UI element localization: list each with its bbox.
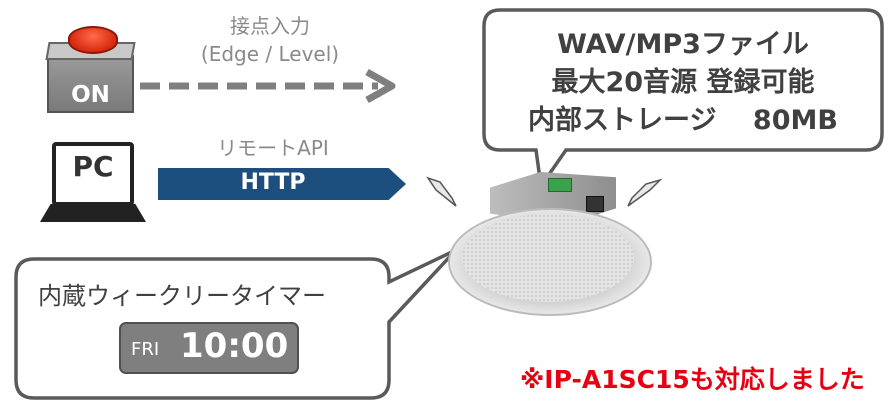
terminal-block-icon: [548, 178, 572, 192]
http-label: HTTP: [240, 170, 306, 195]
storage-text: 内部ストレージ 80MB: [528, 105, 838, 136]
laptop-icon: [52, 142, 134, 206]
contact-arrow-head: [365, 68, 396, 104]
laptop-keyboard-base: [40, 204, 146, 222]
file-format-text: WAV/MP3ファイル: [557, 29, 809, 60]
compatibility-note: ※IP-A1SC15も対応しました: [520, 365, 865, 394]
contact-input-caption: 接点入力: [230, 14, 310, 38]
http-arrow: [158, 168, 406, 200]
switch-on-label: ON: [71, 82, 110, 108]
remote-api-caption: リモートAPI: [217, 136, 329, 160]
timer-display: [119, 322, 299, 374]
switch-body: [47, 55, 134, 113]
timer-day: FRI: [131, 339, 160, 360]
contact-input-mode-caption: (Edge / Level): [200, 42, 340, 66]
source-count-text: 最大20音源 登録可能: [551, 67, 815, 98]
file-callout-bubble: [482, 8, 884, 191]
push-button-icon: [68, 26, 118, 54]
pc-label: PC: [72, 150, 114, 183]
speaker-grill: [462, 214, 634, 302]
speaker-bracket-left: [426, 176, 457, 207]
weekly-timer-title: 内蔵ウィークリータイマー: [38, 282, 326, 310]
speaker-bracket-right: [627, 178, 663, 207]
lan-port-icon: [586, 196, 604, 212]
timer-time: 10:00: [180, 326, 289, 366]
